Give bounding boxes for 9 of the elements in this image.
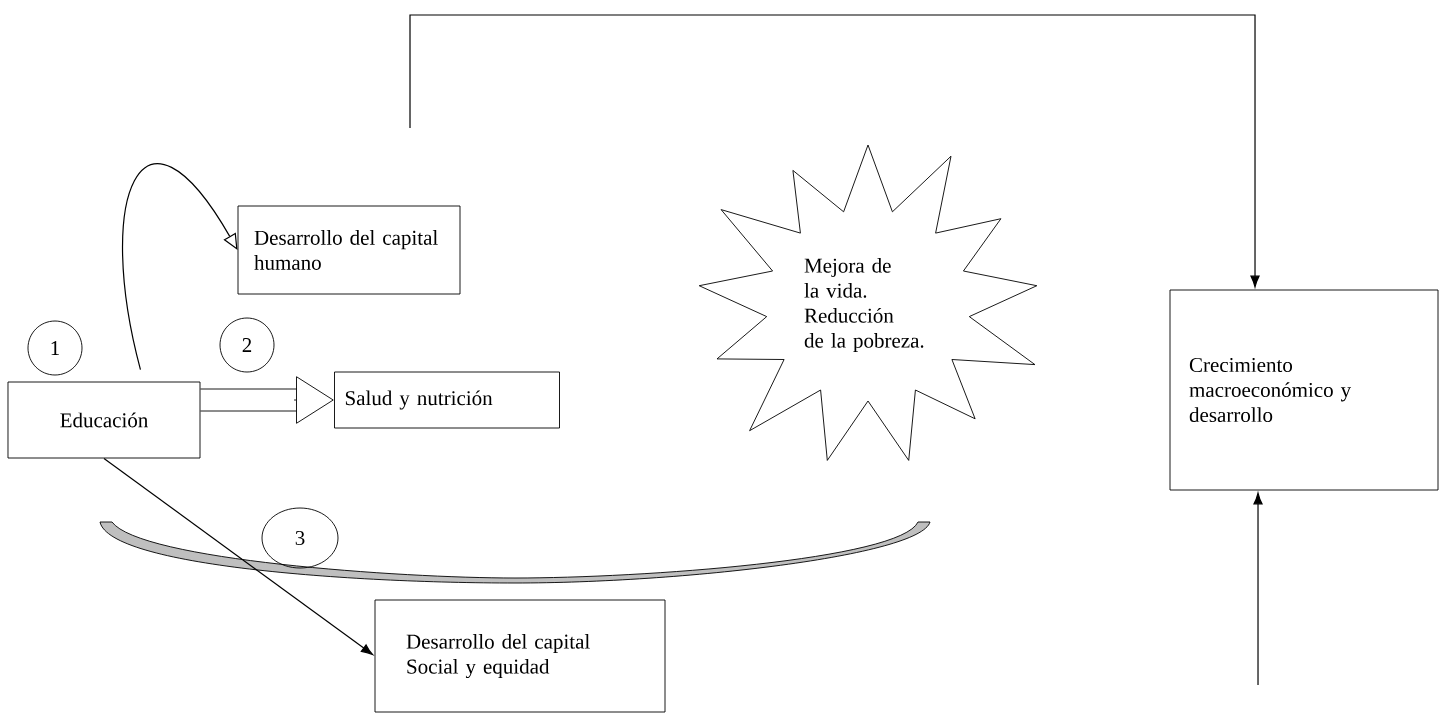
text-box: Desarrollo del capital humano — [237, 205, 461, 295]
arrow — [1253, 492, 1263, 686]
arrow — [103, 457, 374, 656]
text-box: Educación — [7, 381, 201, 459]
text-box: Crecimiento macroeconómico y desarrollo — [1169, 289, 1439, 491]
arrow — [200, 376, 334, 424]
arrow — [122, 163, 238, 371]
arrow — [409, 14, 1260, 288]
text-box: Desarrollo del capital Social y equidad — [374, 599, 666, 713]
